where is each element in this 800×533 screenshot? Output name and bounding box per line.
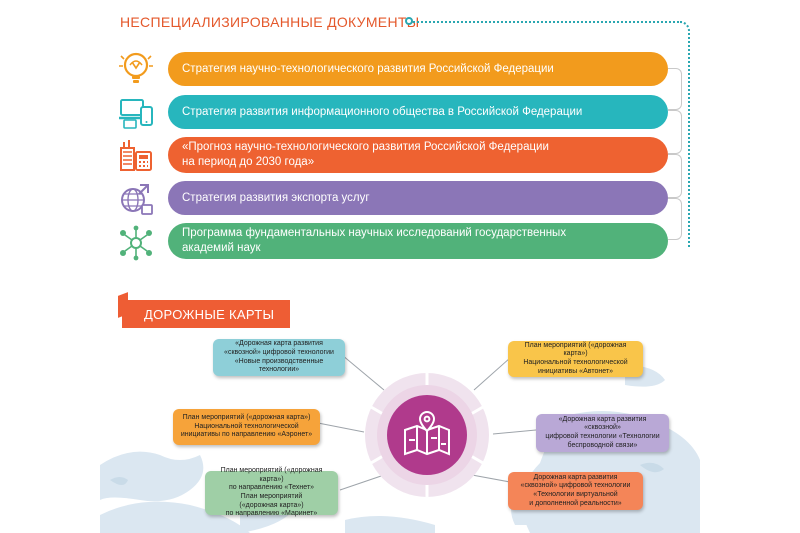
roadmap-box-line: «Дорожная карта развития (235, 340, 323, 348)
roadmap-box-line: План мероприятий («дорожная карта») (220, 467, 323, 483)
roadmap-box-line: цифровой технологии «Технологии (545, 433, 660, 440)
section-title-docs: НЕСПЕЦИАЛИЗИРОВАННЫЕ ДОКУМЕНТЫ (120, 14, 420, 30)
roadmap-box-line: беспроводной связи» (567, 441, 638, 449)
doc-item-label: Стратегия развития информационного общес… (182, 105, 583, 118)
roadmap-box-line: инициативы «Автонет» (538, 367, 613, 375)
connector-dot (405, 17, 413, 25)
connector-dotted-line (410, 21, 682, 23)
roadmap-box-line: и дополненной реальности» (529, 499, 622, 507)
doc-item-label: «Прогноз научно-технологического развити… (182, 141, 549, 153)
doc-item-2: Стратегия развития информационного общес… (168, 95, 668, 129)
roadmap-box-line: Национальной технологической (523, 359, 628, 366)
roadmap-box-line: Дорожная карта развития (533, 473, 618, 481)
bracket-connector (668, 110, 682, 154)
roadmap-box-line: «сквозной» цифровой технологии (520, 482, 631, 490)
roadmap-box-line: по направлению «Маринет» (225, 510, 318, 518)
doc-item-label: академий наук (182, 242, 261, 254)
roadmap-box-line: «Новые производственные (234, 357, 324, 365)
roadmap-box-line: План мероприятий («дорожная карта») (524, 341, 627, 358)
roadmap-box-aeronet: План мероприятий («дорожная карта») Наци… (173, 409, 320, 445)
roadmap-box-new-production: «Дорожная карта развития «сквозной» цифр… (213, 339, 345, 376)
roadmap-box-line: инициативы по направлению «Аэронет» (180, 431, 313, 439)
roadmap-box-line: «сквозной» цифровой технологии (224, 348, 334, 356)
bracket-connector (668, 68, 682, 110)
roadmap-box-line: План мероприятий (240, 493, 303, 500)
map-pin-icon (404, 410, 450, 456)
doc-item-1: Стратегия научно-технологического развит… (168, 52, 668, 86)
doc-item-3: «Прогноз научно-технологического развити… (168, 137, 668, 173)
roadmap-box-line: технологии» (258, 366, 300, 374)
network-nodes-icon (120, 225, 152, 261)
roadmap-box-line: («дорожная карта») (239, 501, 304, 509)
roadmap-box-vr-ar: Дорожная карта развития «сквозной» цифро… (508, 472, 643, 510)
devices-icon (119, 99, 153, 129)
doc-item-4: Стратегия развития экспорта услуг (168, 181, 668, 215)
roadmap-box-line: «Дорожная карта развития «сквозной» (558, 415, 647, 432)
doc-item-5: Программа фундаментальных научных исслед… (168, 223, 668, 259)
doc-item-label: Программа фундаментальных научных исслед… (182, 227, 567, 239)
roadmap-box-line: «Технологии виртуальной (533, 491, 618, 498)
roadmap-box-line: Национальной технологической (194, 422, 299, 430)
roadmap-box-wireless: «Дорожная карта развития «сквозной» цифр… (536, 414, 669, 452)
bracket-connector (668, 198, 682, 240)
connector-dotted-line-vertical (680, 21, 690, 247)
roadmap-box-autonet: План мероприятий («дорожная карта») Наци… (508, 341, 643, 377)
factory-forecast-icon (120, 140, 152, 171)
globe-export-icon (121, 184, 153, 215)
roadmap-box-line: План мероприятий («дорожная карта») (182, 414, 311, 422)
section-title-roadmaps: ДОРОЖНЫЕ КАРТЫ (122, 300, 290, 328)
brain-bulb-icon (119, 52, 153, 83)
doc-item-label: на период до 2030 года» (182, 156, 315, 168)
bracket-connector (668, 154, 682, 198)
doc-item-label: Стратегия развития экспорта услуг (182, 191, 370, 204)
roadmap-box-line: по направлению «Технет» (228, 484, 315, 492)
doc-item-label: Стратегия научно-технологического развит… (182, 62, 554, 75)
roadmap-box-technet-marinet: План мероприятий («дорожная карта») по н… (205, 467, 338, 517)
